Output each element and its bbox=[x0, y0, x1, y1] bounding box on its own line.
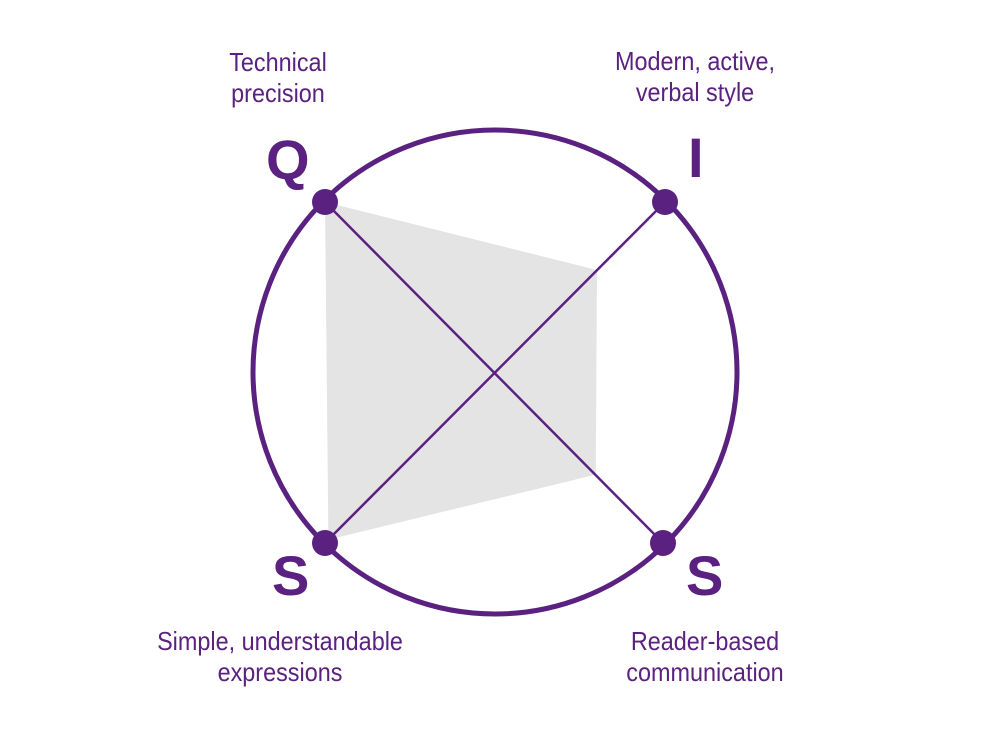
outer-circle bbox=[250, 127, 740, 617]
diagonal-i-s bbox=[324, 201, 666, 544]
letter-s-simple: S bbox=[272, 544, 310, 607]
label-line: verbal style bbox=[635, 77, 755, 107]
letter-q: Q bbox=[266, 128, 310, 191]
node-i bbox=[652, 189, 678, 215]
letter-s-reader: S bbox=[686, 544, 724, 607]
profile-area bbox=[325, 202, 597, 540]
label-line: expressions bbox=[217, 657, 343, 687]
label-line: precision bbox=[231, 78, 325, 108]
label-line: Simple, understandable bbox=[157, 626, 403, 656]
label-simple-expressions: Simple, understandable expressions bbox=[136, 626, 424, 688]
label-line: Technical bbox=[229, 47, 327, 77]
letter-i: I bbox=[688, 126, 704, 189]
label-modern-active: Modern, active, verbal style bbox=[583, 46, 808, 108]
label-reader-based: Reader-based communication bbox=[593, 626, 818, 688]
label-technical-precision: Technical precision bbox=[188, 47, 368, 109]
label-line: Reader-based bbox=[630, 626, 780, 656]
label-line: Modern, active, bbox=[615, 46, 775, 76]
node-s-simple bbox=[312, 530, 338, 556]
label-line: communication bbox=[626, 657, 784, 687]
node-s-reader bbox=[650, 530, 676, 556]
node-q bbox=[312, 189, 338, 215]
